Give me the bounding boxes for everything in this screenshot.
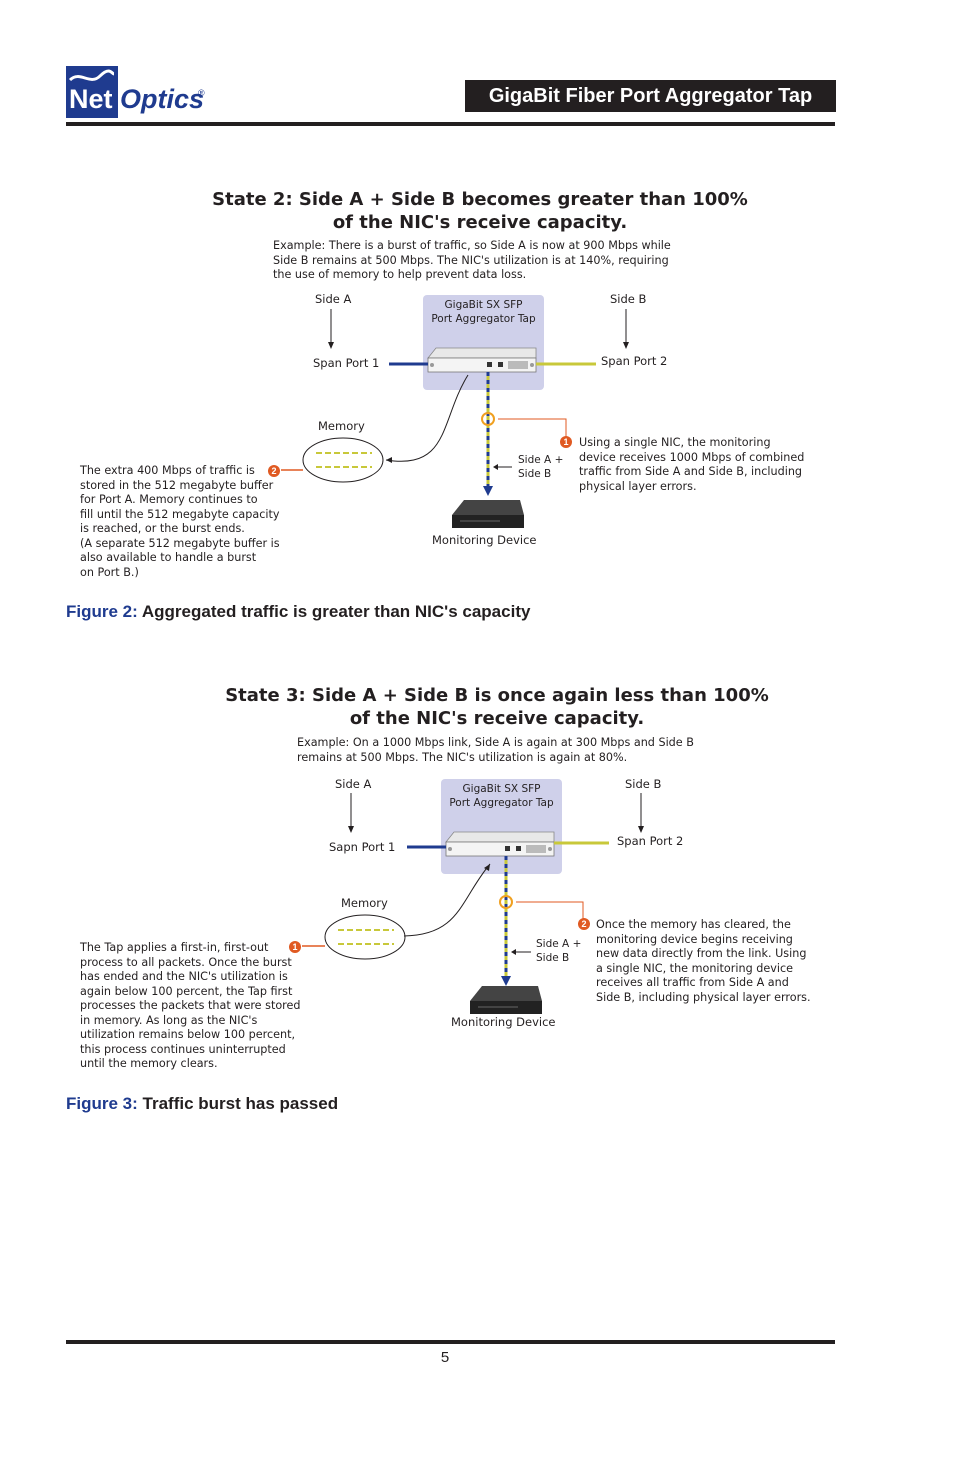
state3-span-port2-label: Span Port 2: [617, 834, 684, 848]
state2-example: Example: There is a burst of traffic, so…: [273, 239, 671, 281]
netoptics-logo-mark: [66, 66, 118, 118]
state3-callout1-badge: 1: [289, 941, 301, 953]
state3-callout2-badge: 2: [578, 918, 590, 930]
figure2-caption-text: Aggregated traffic is greater than NIC's…: [137, 602, 531, 621]
state3-title-line2: of the NIC's receive capacity.: [349, 708, 645, 729]
state2-tap-label: GigaBit SX SFP Port Aggregator Tap: [431, 299, 536, 325]
state2-callout1-line: [498, 418, 567, 438]
figure2-number: Figure 2:: [66, 602, 138, 621]
state3-side-a-label: Side A: [335, 777, 372, 791]
state3-memory-ellipse: [324, 914, 406, 960]
state2-callout2-badge: 2: [268, 465, 280, 477]
header-bar: [465, 80, 836, 112]
state2-title-line2: of the NIC's receive capacity.: [332, 212, 628, 233]
figure3-caption-text: Traffic burst has passed: [137, 1094, 339, 1113]
state3-callout2-text: Once the memory has cleared, the monitor…: [596, 918, 811, 1004]
state2-tap-device: [427, 347, 537, 373]
state2-side-a-label: Side A: [315, 292, 352, 306]
state3-title-line1: State 3: Side A + Side B is once again l…: [225, 685, 769, 706]
state2-side-ab-label: Side A + Side B: [518, 454, 564, 480]
state3-callout2-line: [516, 901, 584, 920]
state2-callout1-text: Using a single NIC, the monitoring devic…: [579, 436, 805, 493]
logo-text-net: Net: [69, 84, 113, 114]
state2-span-port2-label: Span Port 2: [601, 354, 668, 368]
state3-side-ab-label: Side A + Side B: [536, 938, 582, 964]
state2-monitoring-device: [452, 500, 524, 528]
state3-monitoring-device: [470, 986, 542, 1014]
state3-title: State 3: Side A + Side B is once again l…: [197, 684, 797, 730]
logo-registered-mark: ®: [198, 88, 205, 98]
state2-callout2-text: The extra 400 Mbps of traffic is stored …: [80, 464, 280, 579]
state3-tap-label: GigaBit SX SFP Port Aggregator Tap: [449, 783, 554, 809]
figure3-number: Figure 3:: [66, 1094, 138, 1113]
figure2-caption: Figure 2: Aggregated traffic is greater …: [66, 601, 530, 623]
state3-memory-label: Memory: [341, 896, 388, 910]
state2-span-port1-label: Span Port 1: [313, 356, 380, 370]
state2-memory-curve: [385, 374, 469, 462]
figure3-caption: Figure 3: Traffic burst has passed: [66, 1093, 338, 1115]
header-rule: [66, 122, 835, 126]
state3-memory-curve: [403, 863, 491, 937]
document-title: GigaBit Fiber Port Aggregator Tap: [488, 85, 813, 107]
state2-memory-ellipse: [302, 437, 384, 483]
footer-rule: [66, 1340, 835, 1344]
state2-monitoring-device-label: Monitoring Device: [432, 533, 537, 547]
logo-text-optics: Optics: [120, 84, 205, 114]
page-number: 5: [440, 1349, 450, 1366]
state3-highlight-ring: [499, 895, 513, 909]
state3-monitoring-device-label: Monitoring Device: [451, 1015, 556, 1029]
state2-memory-label: Memory: [318, 419, 365, 433]
state3-callout1-text: The Tap applies a first-in, first-out pr…: [80, 941, 301, 1070]
state3-example: Example: On a 1000 Mbps link, Side A is …: [297, 736, 694, 764]
state2-highlight-ring: [481, 412, 495, 426]
state3-tap-device: [445, 831, 555, 857]
wave-icon: [68, 69, 115, 82]
state3-side-b-label: Side B: [625, 777, 662, 791]
state2-title: State 2: Side A + Side B becomes greater…: [180, 188, 780, 234]
state2-side-b-label: Side B: [610, 292, 647, 306]
state2-title-line1: State 2: Side A + Side B becomes greater…: [212, 189, 748, 210]
state3-span-port1-label: Sapn Port 1: [329, 840, 396, 854]
state2-callout1-badge: 1: [560, 436, 572, 448]
